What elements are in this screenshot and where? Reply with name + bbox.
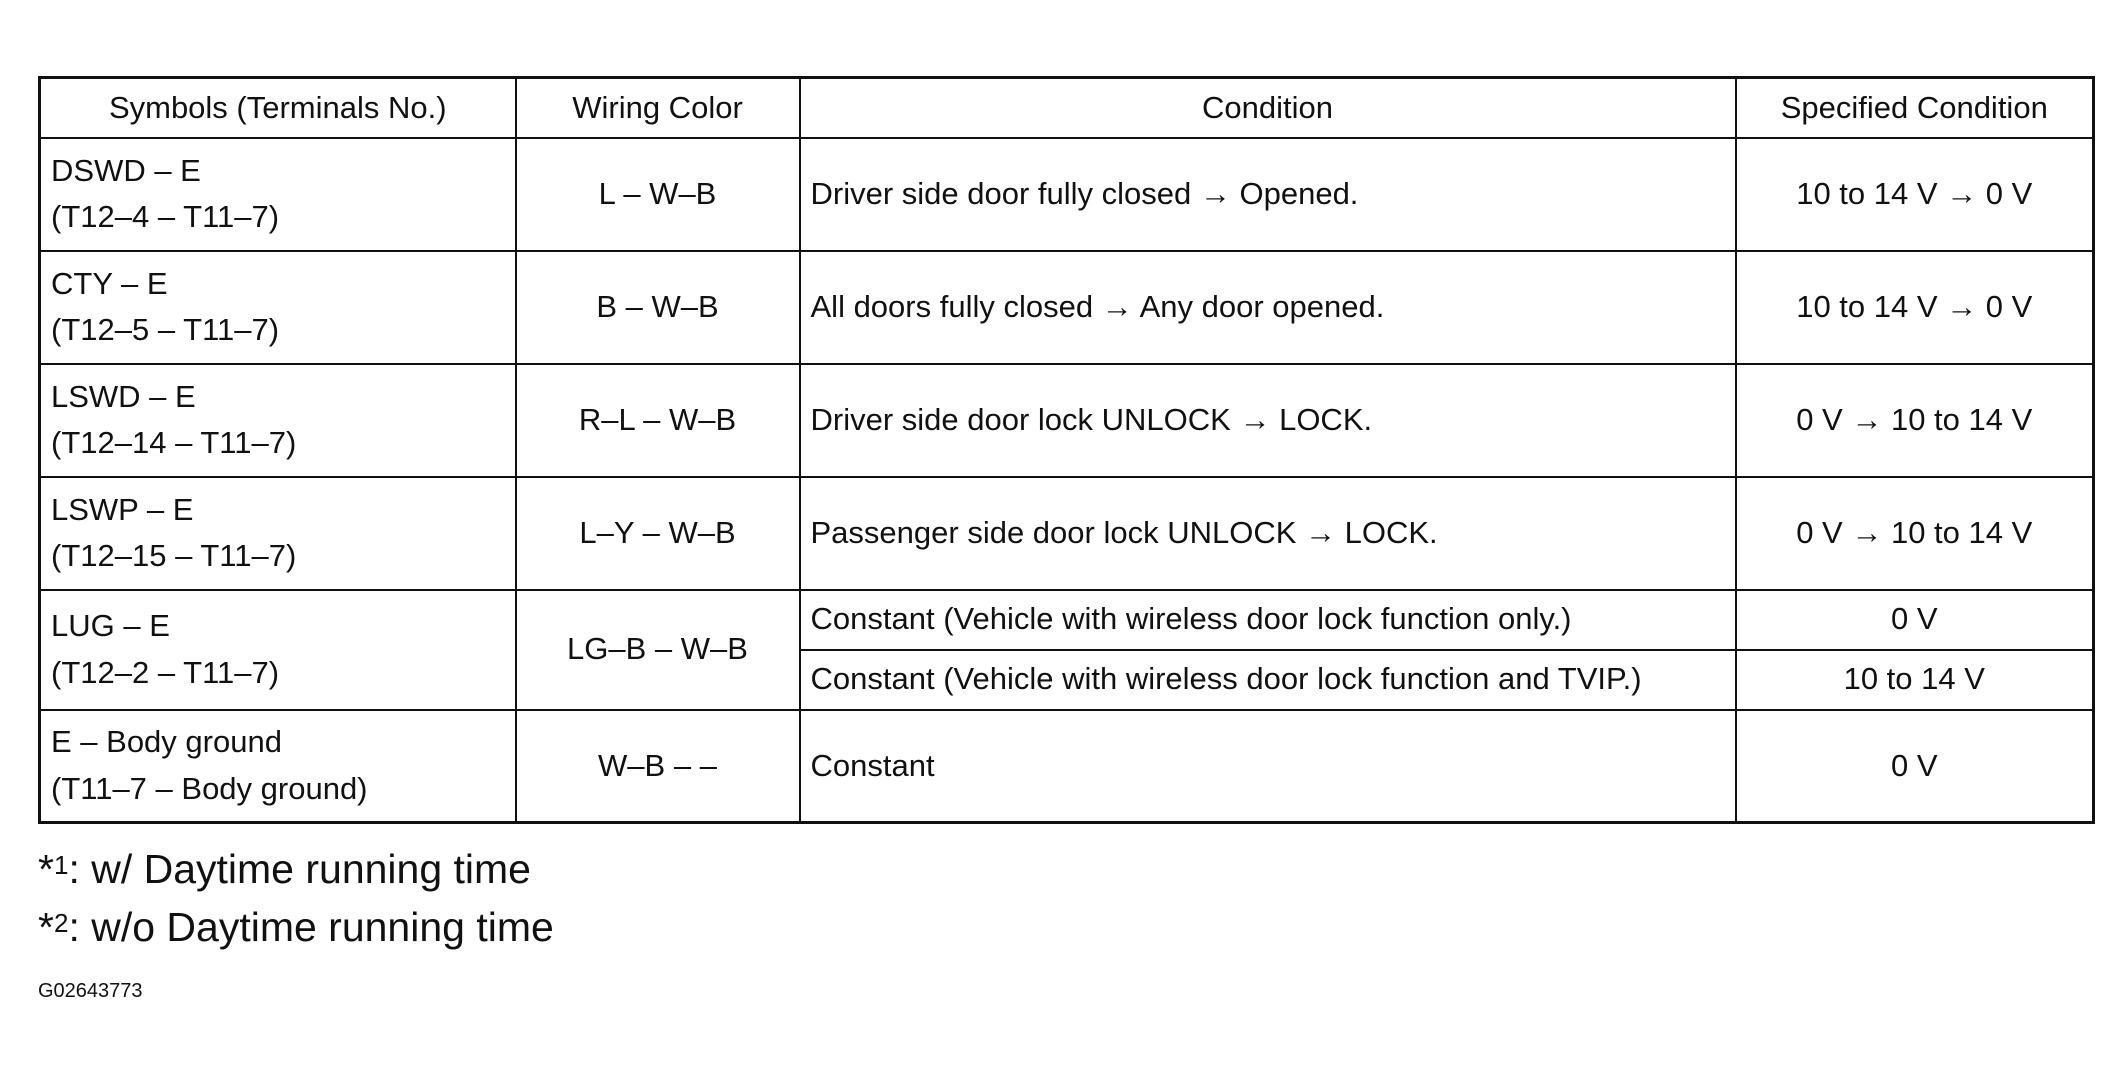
table-row: LSWP – E (T12–15 – T11–7) L–Y – W–B Pass… xyxy=(38,475,2095,591)
symbol-label: LSWD – E xyxy=(51,378,196,414)
header-specified-condition: Specified Condition xyxy=(1734,76,2095,139)
terminal-numbers: (T12–15 – T11–7) xyxy=(51,538,297,573)
symbol-label: LSWP – E xyxy=(51,491,194,527)
wiring-color-cell: L–Y – W–B xyxy=(514,475,801,591)
condition-cell: Passenger side door lock UNLOCK → LOCK. xyxy=(798,475,1737,591)
header-wiring-color: Wiring Color xyxy=(514,76,801,139)
symbol-label: DSWD – E xyxy=(51,152,201,188)
condition-cell: Driver side door fully closed → Opened. xyxy=(798,136,1737,252)
symbol-label: LUG – E xyxy=(51,608,170,643)
specified-condition-cell: 10 to 14 V xyxy=(1734,648,2095,711)
specified-condition-cell: 10 to 14 V → 0 V xyxy=(1734,136,2095,252)
footnote: *2: w/o Daytime running time xyxy=(38,898,554,956)
table-row: E – Body ground (T11–7 – Body ground) W–… xyxy=(38,708,2095,824)
specified-condition-cell: 0 V → 10 to 14 V xyxy=(1734,362,2095,478)
condition-cell: Constant xyxy=(798,708,1737,824)
condition-cell: All doors fully closed → Any door opened… xyxy=(798,249,1737,365)
footnotes: *1: w/ Daytime running time *2: w/o Dayt… xyxy=(38,840,554,956)
wiring-color-cell: B – W–B xyxy=(514,249,801,365)
terminal-numbers: (T12–5 – T11–7) xyxy=(51,312,280,347)
terminal-numbers: (T12–2 – T11–7) xyxy=(51,654,280,690)
figure-code: G02643773 xyxy=(38,980,143,1002)
wiring-color-cell: W–B – – xyxy=(514,708,801,824)
symbol-cell: E – Body ground (T11–7 – Body ground) xyxy=(38,708,517,824)
condition-cell: Constant (Vehicle with wireless door loc… xyxy=(798,588,1737,651)
footnote-number: 2 xyxy=(53,908,69,938)
symbol-cell: LSWD – E (T12–14 – T11–7) xyxy=(38,362,517,478)
specified-condition-cell: 0 V → 10 to 14 V xyxy=(1734,475,2095,591)
symbol-label: E – Body ground xyxy=(51,724,282,760)
table-row: Constant (Vehicle with wireless door loc… xyxy=(40,648,2095,711)
footnote-number: 1 xyxy=(53,850,69,880)
table-header-row: Symbols (Terminals No.) Wiring Color Con… xyxy=(38,76,2095,139)
footnote-mark: * xyxy=(38,904,54,950)
table-row: DSWD – E (T12–4 – T11–7) L – W–B Driver … xyxy=(38,136,2095,252)
footnote-text: : w/o Daytime running time xyxy=(68,904,554,950)
table-row: LSWD – E (T12–14 – T11–7) R–L – W–B Driv… xyxy=(38,362,2095,478)
symbol-cell: LSWP – E (T12–15 – T11–7) xyxy=(38,475,517,591)
table-row: CTY – E (T12–5 – T11–7) B – W–B All door… xyxy=(38,249,2095,365)
wiring-color-cell: R–L – W–B xyxy=(514,362,801,478)
wiring-color-cell: LG–B – W–B xyxy=(514,588,801,711)
table-row: LUG – E (T12–2 – T11–7) LG–B – W–B Const… xyxy=(38,588,2095,711)
terminal-numbers: (T11–7 – Body ground) xyxy=(51,770,368,806)
symbol-label: CTY – E xyxy=(51,265,168,301)
specified-condition-cell: 0 V xyxy=(1734,708,2095,824)
header-symbols: Symbols (Terminals No.) xyxy=(38,76,517,139)
terminal-spec-table: Symbols (Terminals No.) Wiring Color Con… xyxy=(38,76,2095,824)
footnote-mark: * xyxy=(38,846,54,892)
symbol-cell: CTY – E (T12–5 – T11–7) xyxy=(38,249,517,365)
specified-condition-cell: 0 V xyxy=(1734,588,2095,651)
symbol-cell: DSWD – E (T12–4 – T11–7) xyxy=(38,136,517,252)
terminal-numbers: (T12–14 – T11–7) xyxy=(51,425,297,460)
condition-cell: Driver side door lock UNLOCK → LOCK. xyxy=(798,362,1737,478)
condition-cell: Constant (Vehicle with wireless door loc… xyxy=(798,648,1737,711)
header-condition: Condition xyxy=(798,76,1737,139)
wiring-color-cell: L – W–B xyxy=(514,136,801,252)
terminal-numbers: (T12–4 – T11–7) xyxy=(51,199,280,234)
footnote: *1: w/ Daytime running time xyxy=(38,840,554,898)
symbol-cell: LUG – E (T12–2 – T11–7) xyxy=(38,588,517,711)
footnote-text: : w/ Daytime running time xyxy=(68,846,531,892)
specified-condition-cell: 10 to 14 V → 0 V xyxy=(1734,249,2095,365)
